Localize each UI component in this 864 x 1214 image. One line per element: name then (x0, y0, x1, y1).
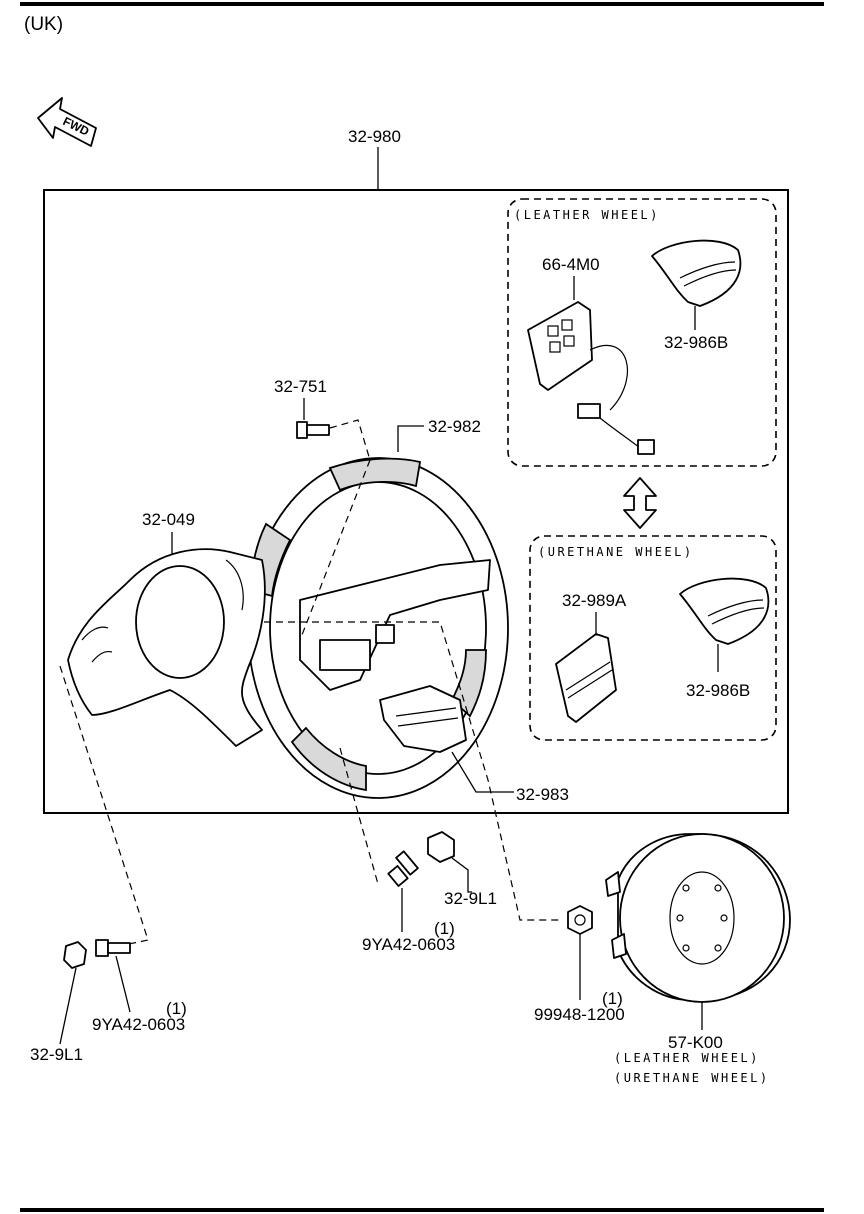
top-rule (20, 2, 824, 6)
screw-part (296, 421, 330, 439)
center-nut-label: 32-9L1 (444, 889, 497, 908)
left-nut-part (63, 941, 87, 969)
bottom-rule (20, 1208, 824, 1212)
leather-trim-part (651, 239, 742, 307)
cover-label: 32-049 (142, 510, 195, 529)
alternative-arrow-icon (623, 477, 657, 529)
region-label: (UK) (24, 14, 63, 35)
leather-wheel-group (507, 198, 777, 467)
steering-switch-part (527, 301, 655, 455)
left-bolt-qty: (1) (166, 999, 187, 1018)
right-nut-label: 99948-1200 (534, 1005, 625, 1024)
urethane-wheel-group-label: (URETHANE WHEEL) (538, 545, 694, 559)
airbag-variant-urethane: (URETHANE WHEEL) (614, 1071, 770, 1085)
assembly-label: 32-980 (348, 127, 401, 146)
center-bolt-label: 9YA42-0603 (362, 935, 455, 954)
urethane-trim-part (679, 577, 770, 645)
urethane-insert-part (555, 633, 617, 723)
right-nut-part (567, 905, 593, 935)
center-bolt-part (387, 850, 419, 887)
leather-wheel-group-label: (LEATHER WHEEL) (514, 208, 660, 222)
assembly-box (43, 189, 789, 814)
airbag-label: 57-K00 (668, 1033, 723, 1052)
screw-label: 32-751 (274, 377, 327, 396)
urethane-wheel-group (529, 535, 777, 741)
right-nut-qty: (1) (602, 989, 623, 1008)
center-bolt-qty: (1) (434, 919, 455, 938)
urethane-insert-label: 32-989A (562, 591, 627, 610)
left-bolt-label: 9YA42-0603 (92, 1015, 185, 1034)
leather-trim-label: 32-986B (664, 333, 728, 352)
left-nut-label: 32-9L1 (30, 1045, 83, 1064)
steering-cover-part (67, 548, 266, 747)
airbag-module-part (605, 833, 791, 1003)
switch-label: 66-4M0 (542, 255, 600, 274)
urethane-trim-label: 32-986B (686, 681, 750, 700)
airbag-variant-leather: (LEATHER WHEEL) (614, 1051, 760, 1065)
steering-wheel-part (247, 457, 509, 799)
forward-arrow-icon: FWD (37, 97, 97, 147)
center-nut-part (427, 831, 455, 863)
wheel-label: 32-982 (428, 417, 481, 436)
lower-cover-label: 32-983 (516, 785, 569, 804)
left-bolt-part (95, 939, 131, 957)
